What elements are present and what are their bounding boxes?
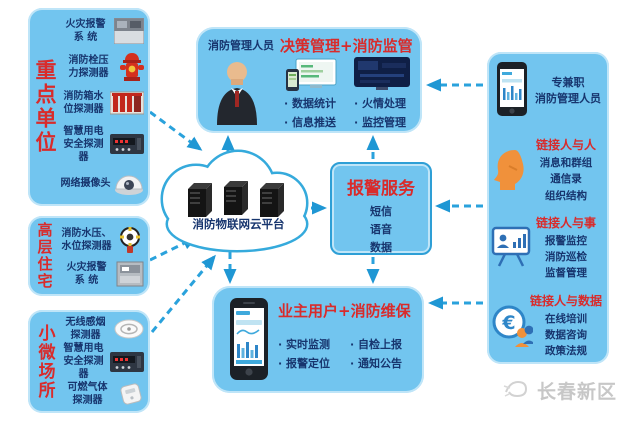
smartphone-chart-icon xyxy=(230,298,268,384)
alarm-service-title: 报警服务 xyxy=(347,179,415,199)
list-item: 网络摄像头 xyxy=(60,172,144,196)
section-affairs: 链接人与事 报警监控 消防巡检 监督管理 xyxy=(491,214,605,282)
fire-alarm-cabinet-icon xyxy=(116,261,144,287)
list-item: 无线感烟 探测器 xyxy=(60,316,144,342)
section-item: 通信录 xyxy=(550,173,582,186)
bullet-item: 报警定位 xyxy=(278,355,330,374)
list-item: 消防水压、 水位探测器 xyxy=(60,226,144,254)
key-units-title: 重点单位 xyxy=(33,59,57,155)
item-label: 火灾报警 系 统 xyxy=(65,19,106,44)
bullet-item: 监控管理 xyxy=(354,114,406,133)
watermark: 长春新区 xyxy=(502,374,617,407)
presentation-board-icon xyxy=(491,226,531,272)
bullet-item: 通知公告 xyxy=(350,355,402,374)
section-item: 消息和群组 xyxy=(539,157,593,169)
manager-avatar-icon xyxy=(214,57,260,129)
small-venues-title: 小微场所 xyxy=(34,323,55,400)
screens-icon xyxy=(284,57,346,99)
manager-label: 消防管理人员 xyxy=(208,39,274,52)
list-item: 消防箱水 位探测器 xyxy=(60,90,144,116)
alarm-item: 数据 xyxy=(370,241,392,255)
item-label: 可燃气体 探测器 xyxy=(67,382,108,406)
item-label: 火灾报警 系 统 xyxy=(66,261,107,286)
section-item: 数据咨询 xyxy=(545,328,587,341)
list-item: 可燃气体 探测器 xyxy=(60,381,144,407)
owner-title: 业主用户+消防维保 xyxy=(278,302,411,320)
section-title: 链接人与人 xyxy=(535,138,596,152)
list-item: 智慧用电 安全探测器 xyxy=(60,125,144,164)
smartphone-icon xyxy=(497,62,527,120)
section-item: 组织结构 xyxy=(545,189,587,202)
arrow-key-units-to-cloud xyxy=(149,110,203,151)
water-pressure-detector-icon xyxy=(116,226,144,254)
item-label: 网络摄像头 xyxy=(60,178,111,190)
section-title: 链接人与数据 xyxy=(529,293,602,308)
gas-detector-icon xyxy=(118,382,144,406)
right-panel: 专兼职 消防管理人员 链接人与人 消息和群组 通信录 组织结构 链接人与事 报警… xyxy=(487,52,609,364)
item-label: 消防栓压 力探测器 xyxy=(68,55,109,80)
key-units-box: 重点单位 火灾报警 系 统 消防栓压 力探测器 消防箱水 位探测器 xyxy=(28,8,150,206)
bullet-item: 信息推送 xyxy=(284,114,336,133)
right-panel-header: 专兼职 消防管理人员 xyxy=(491,62,605,126)
section-item: 在线培训 xyxy=(545,312,587,325)
monitor-dark-icon xyxy=(354,57,410,99)
highrise-box: 高层住宅 消防水压、 水位探测器 火灾报警 系 统 xyxy=(28,216,150,296)
fire-pump-icon xyxy=(110,90,144,116)
cloud-platform-label: 消防物联网云平台 xyxy=(192,217,285,231)
alarm-service-box: 报警服务 短信 语音 数据 xyxy=(330,162,432,255)
decision-title: 决策管理+消防监管 xyxy=(280,37,413,55)
section-people: 链接人与人 消息和群组 通信录 组织结构 xyxy=(491,136,605,204)
list-item: 火灾报警 系 统 xyxy=(60,18,144,45)
section-item: 报警监控 xyxy=(545,234,587,247)
svg-text:€: € xyxy=(501,312,515,334)
bullet-item: 实时监测 xyxy=(278,336,330,355)
decision-bullets-right: 火情处理 监控管理 xyxy=(354,95,406,132)
decision-bullets-left: 数据统计 信息推送 xyxy=(284,95,336,132)
item-label: 消防水压、 水位探测器 xyxy=(61,227,112,252)
arrow-small-venues-to-cloud xyxy=(150,254,216,333)
watermark-text: 长春新区 xyxy=(537,381,618,403)
key-units-items: 火灾报警 系 统 消防栓压 力探测器 消防箱水 位探测器 智慧用电 安全探测器 xyxy=(60,14,144,200)
server-towers-icon xyxy=(188,181,284,217)
section-item: 消防巡检 xyxy=(545,251,587,264)
alarm-item: 语音 xyxy=(370,223,392,237)
section-data: € 链接人与数据 在线培训 数据咨询 政策法规 xyxy=(491,292,605,360)
decision-box: 消防管理人员 决策管理+消防监管 数据统计 信息推送 火情处理 监控管理 xyxy=(196,27,422,133)
small-venues-box: 小微场所 无线感烟 探测器 智慧用电 安全探测器 可燃气体 探测器 xyxy=(28,310,150,413)
right-panel-header-label: 专兼职 消防管理人员 xyxy=(535,76,601,105)
item-label: 消防箱水 位探测器 xyxy=(63,91,104,116)
bullet-item: 数据统计 xyxy=(284,95,336,114)
smart-power-detector-icon xyxy=(110,134,144,155)
section-title: 链接人与事 xyxy=(535,215,596,230)
list-item: 消防栓压 力探测器 xyxy=(60,52,144,82)
changchun-logo-icon xyxy=(502,374,532,407)
list-item: 智慧用电 安全探测器 xyxy=(60,342,144,381)
owner-bullets-left: 实时监测 报警定位 xyxy=(278,336,330,373)
bullet-item: 火情处理 xyxy=(354,95,406,114)
bullet-item: 自检上报 xyxy=(350,336,402,355)
list-item: 火灾报警 系 统 xyxy=(60,261,144,287)
cloud-shape xyxy=(160,149,309,253)
section-item: 政策法规 xyxy=(545,345,587,358)
owner-box: 业主用户+消防维保 实时监测 报警定位 自检上报 通知公告 xyxy=(212,286,424,393)
network-camera-icon xyxy=(114,172,144,196)
smart-power-detector-icon xyxy=(110,351,144,372)
head-silhouette-icon xyxy=(491,148,527,196)
section-item: 监督管理 xyxy=(545,267,587,280)
small-venues-items: 无线感烟 探测器 智慧用电 安全探测器 可燃气体 探测器 xyxy=(60,316,144,407)
fire-alarm-panel-icon xyxy=(114,18,144,45)
highrise-items: 消防水压、 水位探测器 火灾报警 系 统 xyxy=(60,222,144,290)
smoke-detector-icon xyxy=(114,319,144,339)
alarm-item: 短信 xyxy=(370,205,392,218)
item-label: 智慧用电 安全探测器 xyxy=(63,343,104,380)
item-label: 智慧用电 安全探测器 xyxy=(63,125,104,163)
item-label: 无线感烟 探测器 xyxy=(65,317,106,341)
owner-bullets-right: 自检上报 通知公告 xyxy=(350,336,402,373)
highrise-title: 高层住宅 xyxy=(35,222,54,290)
fire-hydrant-icon xyxy=(120,52,144,82)
coin-euro-icon: € xyxy=(491,304,535,354)
